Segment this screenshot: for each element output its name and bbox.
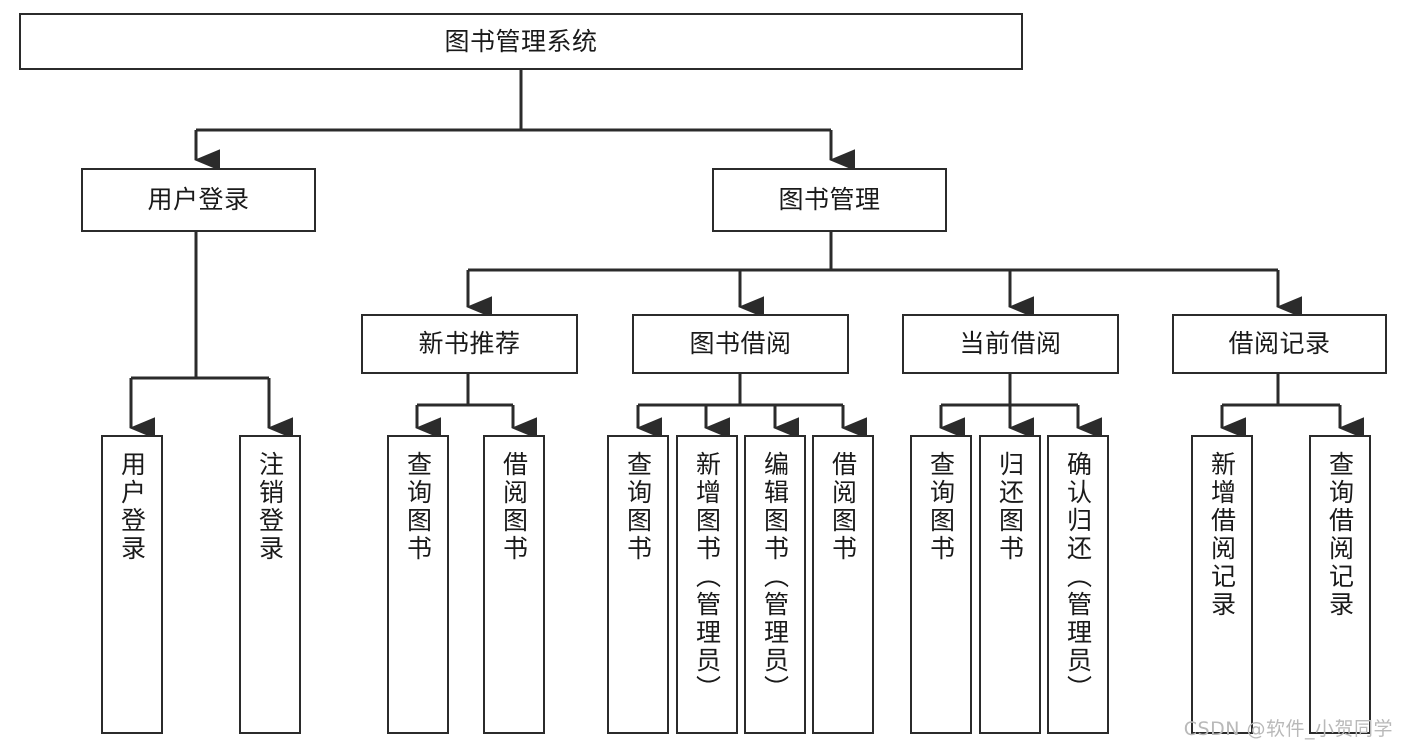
node-label: 查询借阅记录 — [1325, 451, 1355, 619]
node-label: 归还图书 — [995, 451, 1025, 563]
node-label: 借阅图书 — [499, 451, 529, 563]
node-label: 图书管理系统 — [444, 26, 598, 56]
node-label: 查询图书 — [623, 451, 653, 563]
node-current-borrowing[interactable]: 当前借阅 — [902, 314, 1119, 374]
leaf-borrow-query-books[interactable]: 查询图书 — [607, 435, 669, 734]
leaf-current-confirm-return-admin[interactable]: 确认归还（管理员） — [1047, 435, 1109, 734]
node-borrowing-record[interactable]: 借阅记录 — [1172, 314, 1387, 374]
leaf-borrow-borrow-books[interactable]: 借阅图书 — [812, 435, 874, 734]
node-label: 编辑图书（管理员） — [760, 451, 790, 703]
node-label: 查询图书 — [403, 451, 433, 563]
node-label: 图书管理 — [778, 185, 881, 215]
leaf-current-query-books[interactable]: 查询图书 — [910, 435, 972, 734]
node-new-book-recommendation[interactable]: 新书推荐 — [361, 314, 578, 374]
node-label: 借阅记录 — [1228, 329, 1331, 359]
node-label: 新书推荐 — [418, 329, 521, 359]
node-label: 确认归还（管理员） — [1063, 451, 1093, 703]
node-label: 图书借阅 — [689, 329, 792, 359]
node-label: 新增借阅记录 — [1207, 451, 1237, 619]
leaf-borrow-edit-book-admin[interactable]: 编辑图书（管理员） — [744, 435, 806, 734]
node-label: 用户登录 — [147, 185, 250, 215]
leaf-logout[interactable]: 注销登录 — [239, 435, 301, 734]
leaf-recommend-query-books[interactable]: 查询图书 — [387, 435, 449, 734]
node-root-book-management-system[interactable]: 图书管理系统 — [19, 13, 1023, 70]
watermark-text: CSDN @软件_小贺同学 — [1183, 718, 1393, 740]
node-label: 查询图书 — [926, 451, 956, 563]
node-user-login[interactable]: 用户登录 — [81, 168, 316, 232]
leaf-user-login[interactable]: 用户登录 — [101, 435, 163, 734]
leaf-recommend-borrow-books[interactable]: 借阅图书 — [483, 435, 545, 734]
node-label: 当前借阅 — [959, 329, 1062, 359]
leaf-record-add-borrow-record[interactable]: 新增借阅记录 — [1191, 435, 1253, 734]
node-label: 用户登录 — [117, 451, 147, 563]
leaf-record-query-borrow-record[interactable]: 查询借阅记录 — [1309, 435, 1371, 734]
leaf-current-return-books[interactable]: 归还图书 — [979, 435, 1041, 734]
leaf-borrow-add-book-admin[interactable]: 新增图书（管理员） — [676, 435, 738, 734]
node-label: 借阅图书 — [828, 451, 858, 563]
node-label: 新增图书（管理员） — [692, 451, 722, 703]
node-label: 注销登录 — [255, 451, 285, 563]
node-book-borrowing[interactable]: 图书借阅 — [632, 314, 849, 374]
node-book-management[interactable]: 图书管理 — [712, 168, 947, 232]
